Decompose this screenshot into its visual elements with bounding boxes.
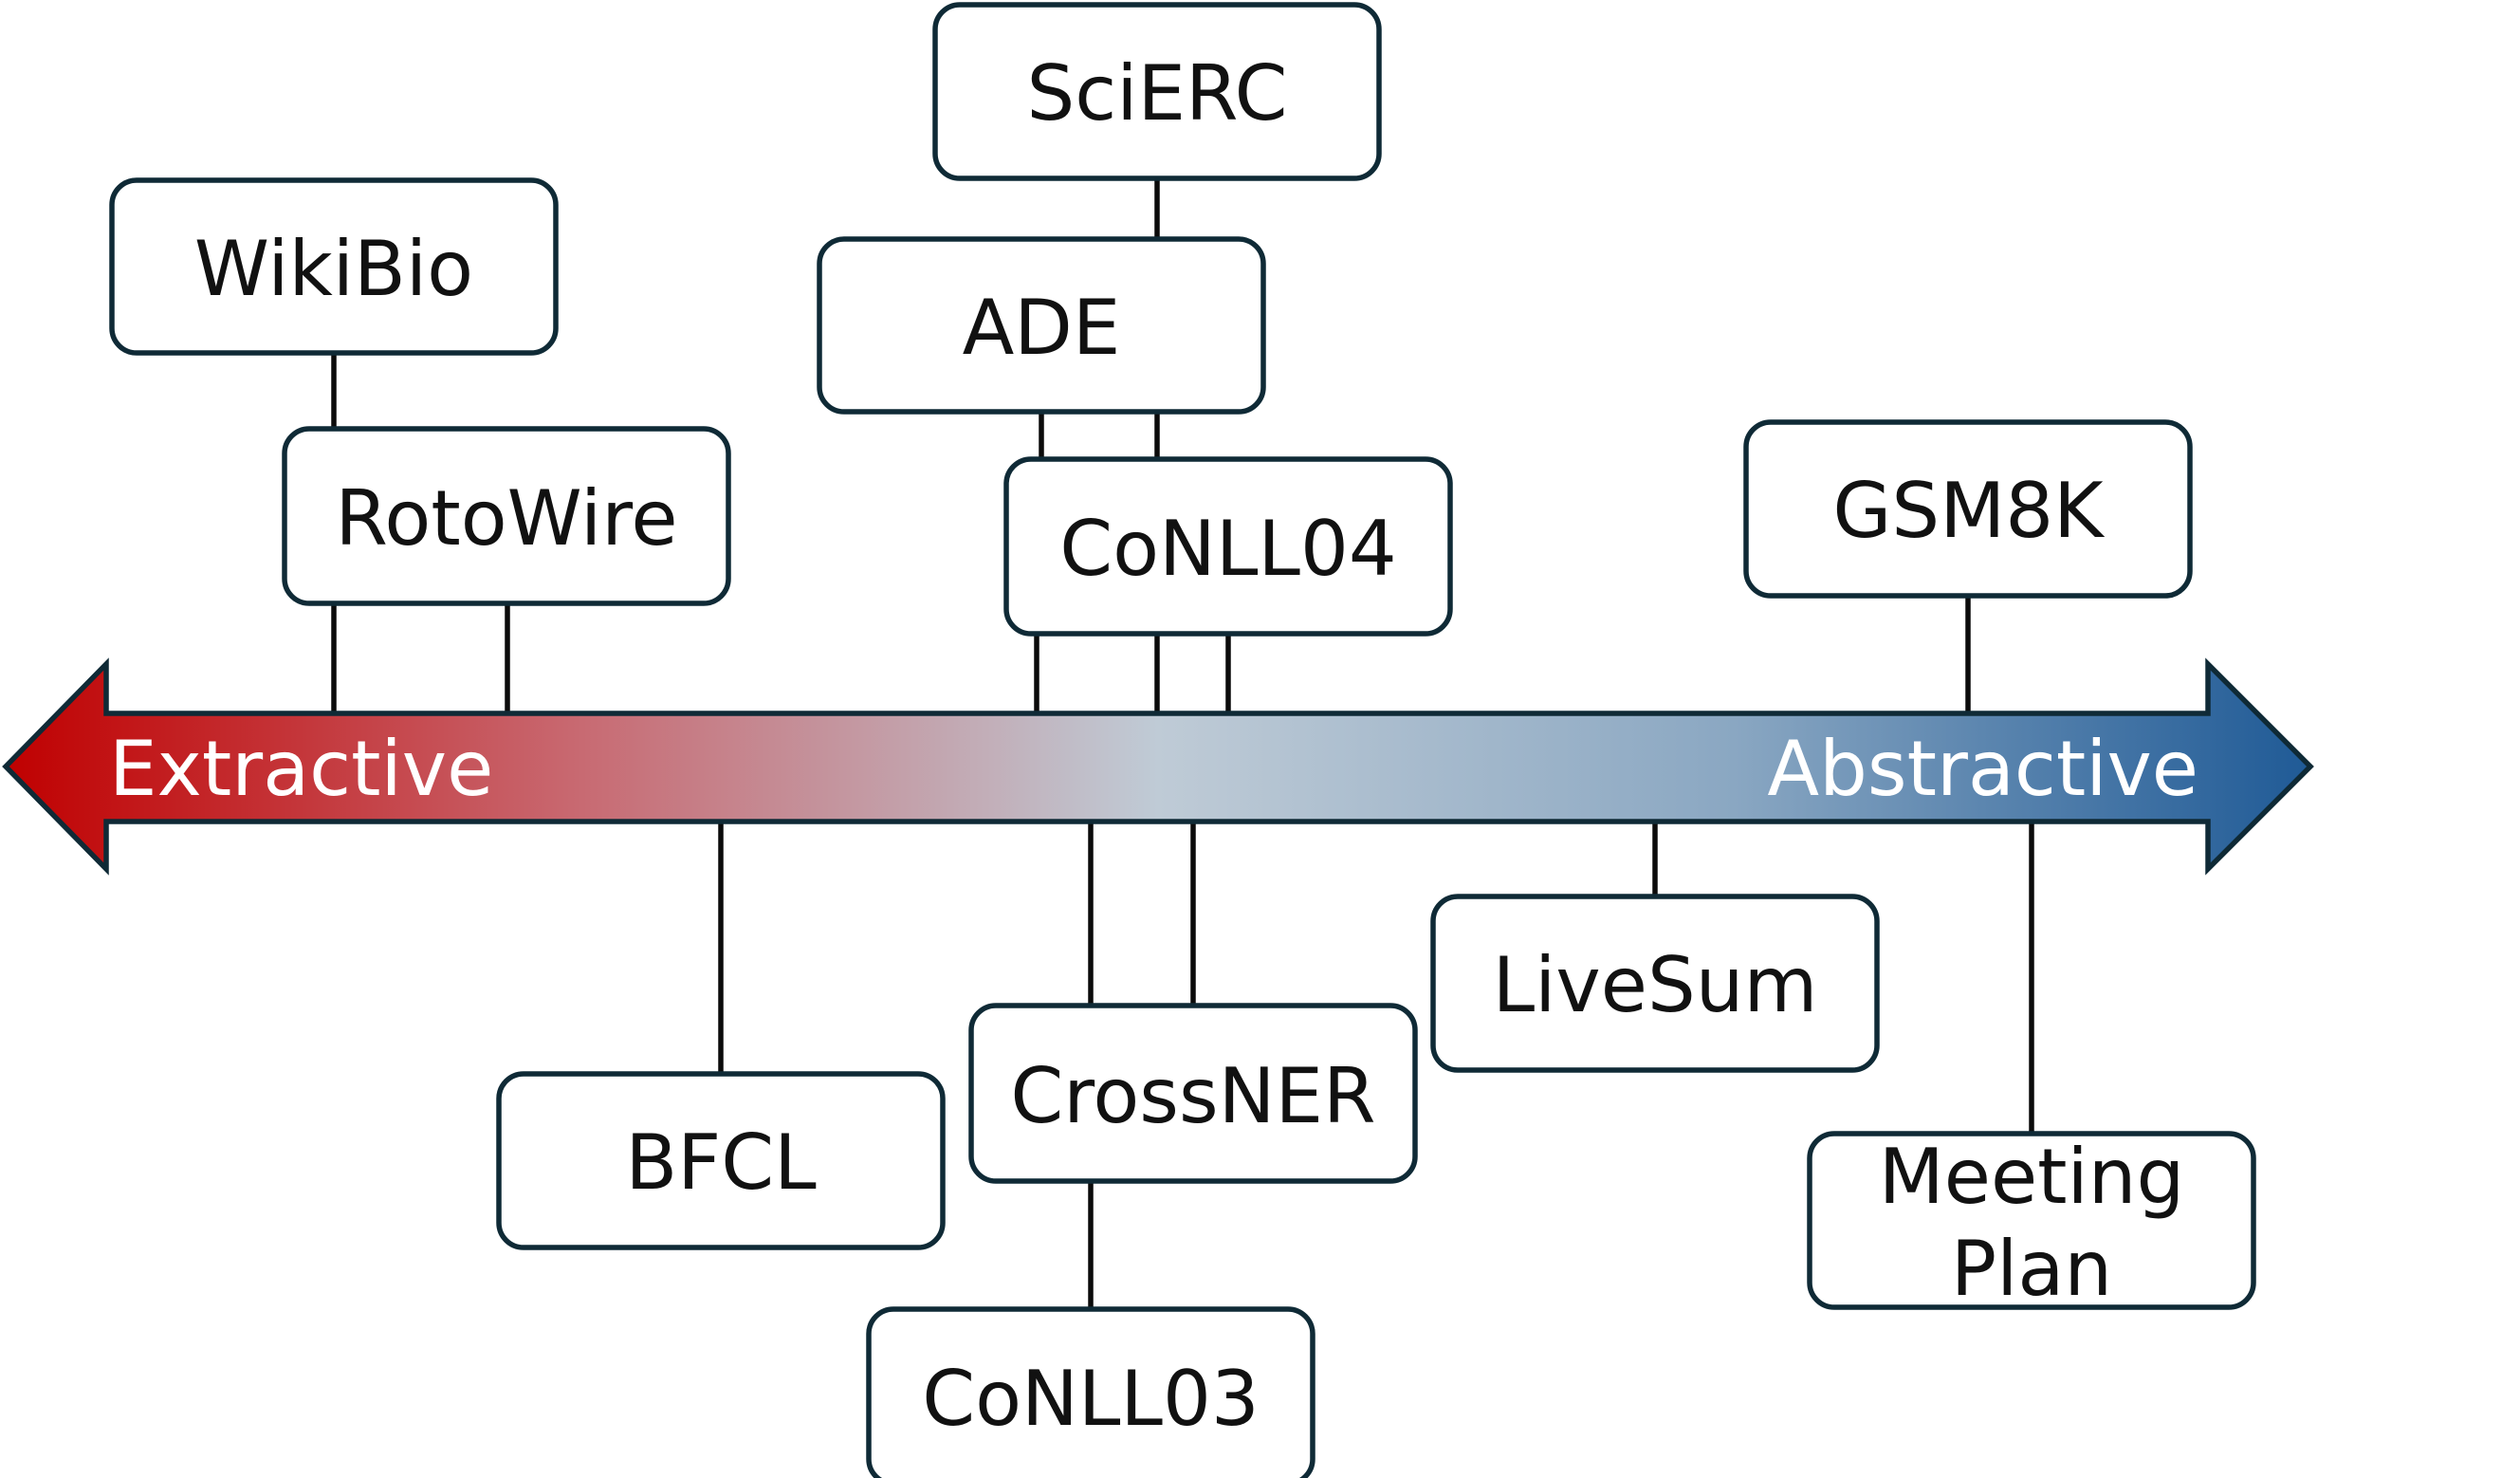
node-scierc: SciERC — [932, 2, 1382, 181]
node-livesum: LiveSum — [1430, 894, 1880, 1073]
node-meeting-plan: Meeting Plan — [1807, 1131, 2256, 1313]
node-gsm8k-label: GSM8K — [1832, 467, 2106, 555]
node-wikibio-label: WikiBio — [194, 225, 473, 313]
node-conll03: CoNLL03 — [866, 1306, 1315, 1478]
node-rotowire: RotoWire — [282, 426, 731, 606]
node-conll04-label: CoNLL04 — [1059, 505, 1397, 593]
node-meeting-plan-label-line2: Plan — [1951, 1225, 2112, 1313]
node-rotowire-label: RotoWire — [335, 474, 677, 563]
node-bfcl-label: BFCL — [625, 1118, 817, 1207]
node-ade-label: ADE — [963, 284, 1121, 372]
node-livesum-label: LiveSum — [1493, 941, 1818, 1029]
axis-label-abstractive: Abstractive — [1767, 725, 2198, 813]
extractive-abstractive-axis-arrow — [2, 657, 2314, 876]
axis-label-extractive: Extractive — [109, 725, 493, 813]
node-wikibio: WikiBio — [109, 177, 559, 356]
node-conll03-label: CoNLL03 — [922, 1355, 1260, 1443]
node-crossner-label: CrossNER — [1010, 1052, 1375, 1140]
node-scierc-label: SciERC — [1027, 49, 1288, 138]
node-crossner: CrossNER — [968, 1003, 1418, 1184]
node-meeting-plan-label-line1: Meeting — [1879, 1133, 2185, 1221]
node-conll04: CoNLL04 — [1003, 456, 1453, 637]
node-bfcl: BFCL — [496, 1071, 946, 1250]
node-ade: ADE — [817, 236, 1266, 415]
node-gsm8k: GSM8K — [1743, 419, 2193, 599]
